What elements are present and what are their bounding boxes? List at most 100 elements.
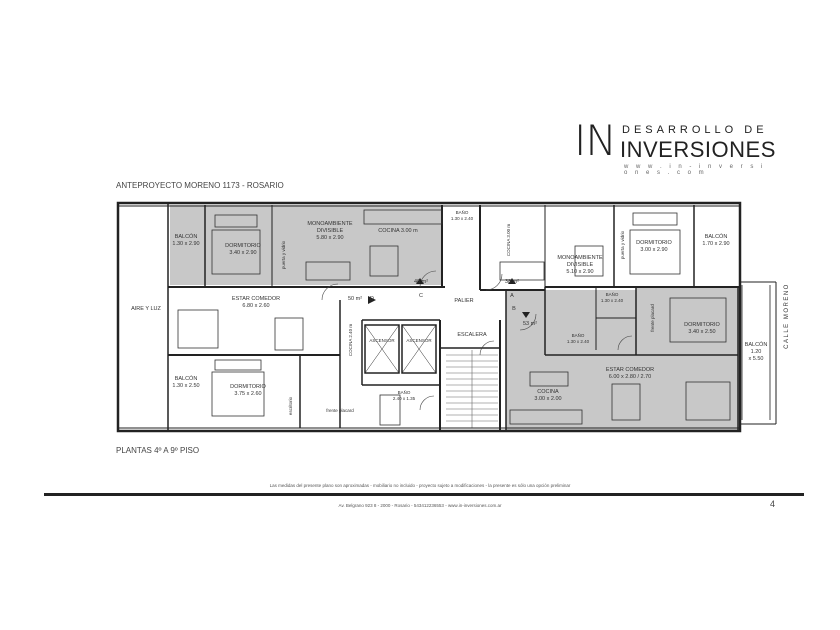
balcon-tl-title: BALCÓN — [175, 233, 198, 240]
dorm-tr-title: DORMITORIO — [636, 240, 672, 246]
bano-r1-dims: 1.30 x 2.40 — [601, 298, 624, 303]
bano-r2-title: BAÑO — [572, 332, 585, 338]
dorm-1-dims: 3.40 x 2.90 — [229, 250, 256, 256]
plan-subtitle: PLANTAS 4º A 9º PISO — [116, 446, 200, 455]
balcon-bl-dims: 1.30 x 2.50 — [172, 383, 199, 389]
ascensor-2: ASCENSOR — [406, 338, 432, 343]
dorm-bl-dims: 3.75 x 2.60 — [234, 391, 261, 397]
bed-r — [669, 297, 727, 343]
page-number: 4 — [770, 499, 776, 509]
aire-luz: AIRE Y LUZ — [131, 306, 161, 312]
sofa-top — [305, 261, 351, 281]
cocina-v-top: COCINA 3.00 m — [506, 224, 511, 257]
puerta-vidrio-2: puerta y vidrio — [620, 230, 625, 259]
bano-top-dims: 1.30 x 2.40 — [451, 216, 474, 221]
logo-in-mark: IN — [574, 116, 617, 165]
counter-br — [509, 409, 583, 425]
cocina-br-title: COCINA — [537, 389, 559, 395]
cooktop-br — [529, 371, 569, 387]
elevators — [364, 324, 437, 374]
door-arcs — [321, 270, 633, 411]
dorm-r-dims: 3.40 x 2.50 — [688, 329, 715, 335]
tub-bl — [379, 394, 401, 426]
letter-a: A — [510, 293, 514, 299]
calle-moreno: CALLE MORENO — [784, 283, 790, 349]
counter-top — [363, 209, 443, 225]
sofa-mono-2 — [499, 261, 545, 281]
area-38: 38 m² — [505, 279, 519, 285]
mono-2-dims: 5.10 x 2.90 — [566, 269, 593, 275]
sofa-estar-l — [177, 309, 219, 349]
estar-r-title: ESTAR COMEDOR — [606, 367, 654, 373]
frente-placard-r: frente placard — [650, 304, 655, 332]
balcon-r-title: BALCÓN — [745, 341, 768, 348]
bano-bl-title: BAÑO — [398, 389, 411, 395]
sofa-estar-r — [685, 381, 731, 421]
bed-bl — [211, 371, 265, 417]
logo-main-line: INVERSIONES — [620, 137, 776, 162]
estar-r-dims: 6.00 x 2.80 / 2.70 — [609, 374, 652, 380]
table-top — [369, 245, 399, 277]
footer-address: Av. Belgrano 923 8 - 2000 - Rosario - 54… — [338, 503, 502, 508]
bano-bl-dims: 2.40 x 1.35 — [393, 396, 416, 401]
area-50: 50 m² — [348, 296, 362, 302]
table-estar-l — [274, 317, 304, 351]
logo-url: w w w . i n - i n v e r s i o n e s . c … — [624, 164, 766, 176]
disclaimer: Las medidas del presente plano son aprox… — [269, 483, 571, 488]
bed-tl-pillow — [214, 214, 258, 228]
walls — [116, 201, 777, 433]
outer-wall — [116, 201, 742, 433]
bed-bl-pillow — [214, 359, 262, 371]
table-estar-r — [611, 383, 641, 421]
bano-r1-title: BAÑO — [606, 291, 619, 297]
hall-label: PALIER — [454, 298, 473, 304]
bed-tr-pillow — [632, 212, 678, 226]
company-logo: IN DESARROLLO DE INVERSIONES w w w . i n… — [574, 116, 776, 177]
stair-hatching — [446, 350, 498, 428]
puerta-vidrio-1: puerta y vidrio — [281, 240, 286, 269]
bed-tl — [211, 229, 261, 275]
entry-markers — [368, 278, 530, 318]
footer-rule — [44, 493, 804, 496]
cocina-br-dims: 3.00 x 2.00 — [534, 396, 561, 402]
letter-b: B — [512, 306, 516, 312]
balcon-bl-title: BALCÓN — [175, 375, 198, 382]
estar-l-title: ESTAR COMEDOR — [232, 296, 280, 302]
dorm-1-title: DORMITORIO — [225, 243, 261, 249]
unit-fills — [170, 205, 738, 430]
mono-1-title: MONOAMBIENTE — [307, 221, 353, 227]
mono-1-dims: 5.80 x 2.90 — [316, 235, 343, 241]
furniture — [177, 209, 731, 426]
balcon-r-dims2: x 5.50 — [749, 356, 764, 362]
bano-r2-dims: 1.30 x 2.40 — [567, 339, 590, 344]
escalera-label: ESCALERA — [457, 332, 487, 338]
letter-c: C — [419, 293, 423, 299]
mono-2-sub: DIVISIBLE — [567, 262, 594, 268]
letter-d: D — [370, 296, 374, 302]
table-mono-2 — [574, 245, 604, 277]
cocina-v-left: COCINA 2.40 m — [348, 324, 353, 357]
mono-2-title: MONOAMBIENTE — [557, 255, 603, 261]
bano-top-title: BAÑO — [456, 209, 469, 215]
escritorio: escritorio — [288, 396, 293, 415]
frente-placard-l: frente placard — [326, 408, 354, 413]
plan-title: ANTEPROYECTO MORENO 1173 - ROSARIO — [116, 181, 284, 190]
dorm-r-fill — [636, 287, 738, 357]
balcon-tr-title: BALCÓN — [705, 233, 728, 240]
dorm-bl-title: DORMITORIO — [230, 384, 266, 390]
balcon-tl-dims: 1.30 x 2.90 — [172, 241, 199, 247]
area-40: 40 m² — [414, 279, 428, 285]
balcon-r-dims1: 1.20 — [751, 349, 762, 355]
logo-top-line: DESARROLLO DE — [622, 124, 768, 136]
dorm-tr-dims: 3.00 x 2.90 — [640, 247, 667, 253]
ascensor-1: ASCENSOR — [369, 338, 395, 343]
cocina-top: COCINA 3.00 m — [378, 228, 418, 234]
plan-labels: BALCÓN 1.30 x 2.90 DORMITORIO 3.40 x 2.9… — [131, 209, 790, 415]
balcon-tr-dims: 1.70 x 2.90 — [702, 241, 729, 247]
area-53: 53 m² — [523, 321, 537, 327]
dorm-r-title: DORMITORIO — [684, 322, 720, 328]
bed-tr — [629, 229, 681, 275]
mono-1-sub: DIVISIBLE — [317, 228, 344, 234]
estar-l-dims: 6.80 x 2.60 — [242, 303, 269, 309]
